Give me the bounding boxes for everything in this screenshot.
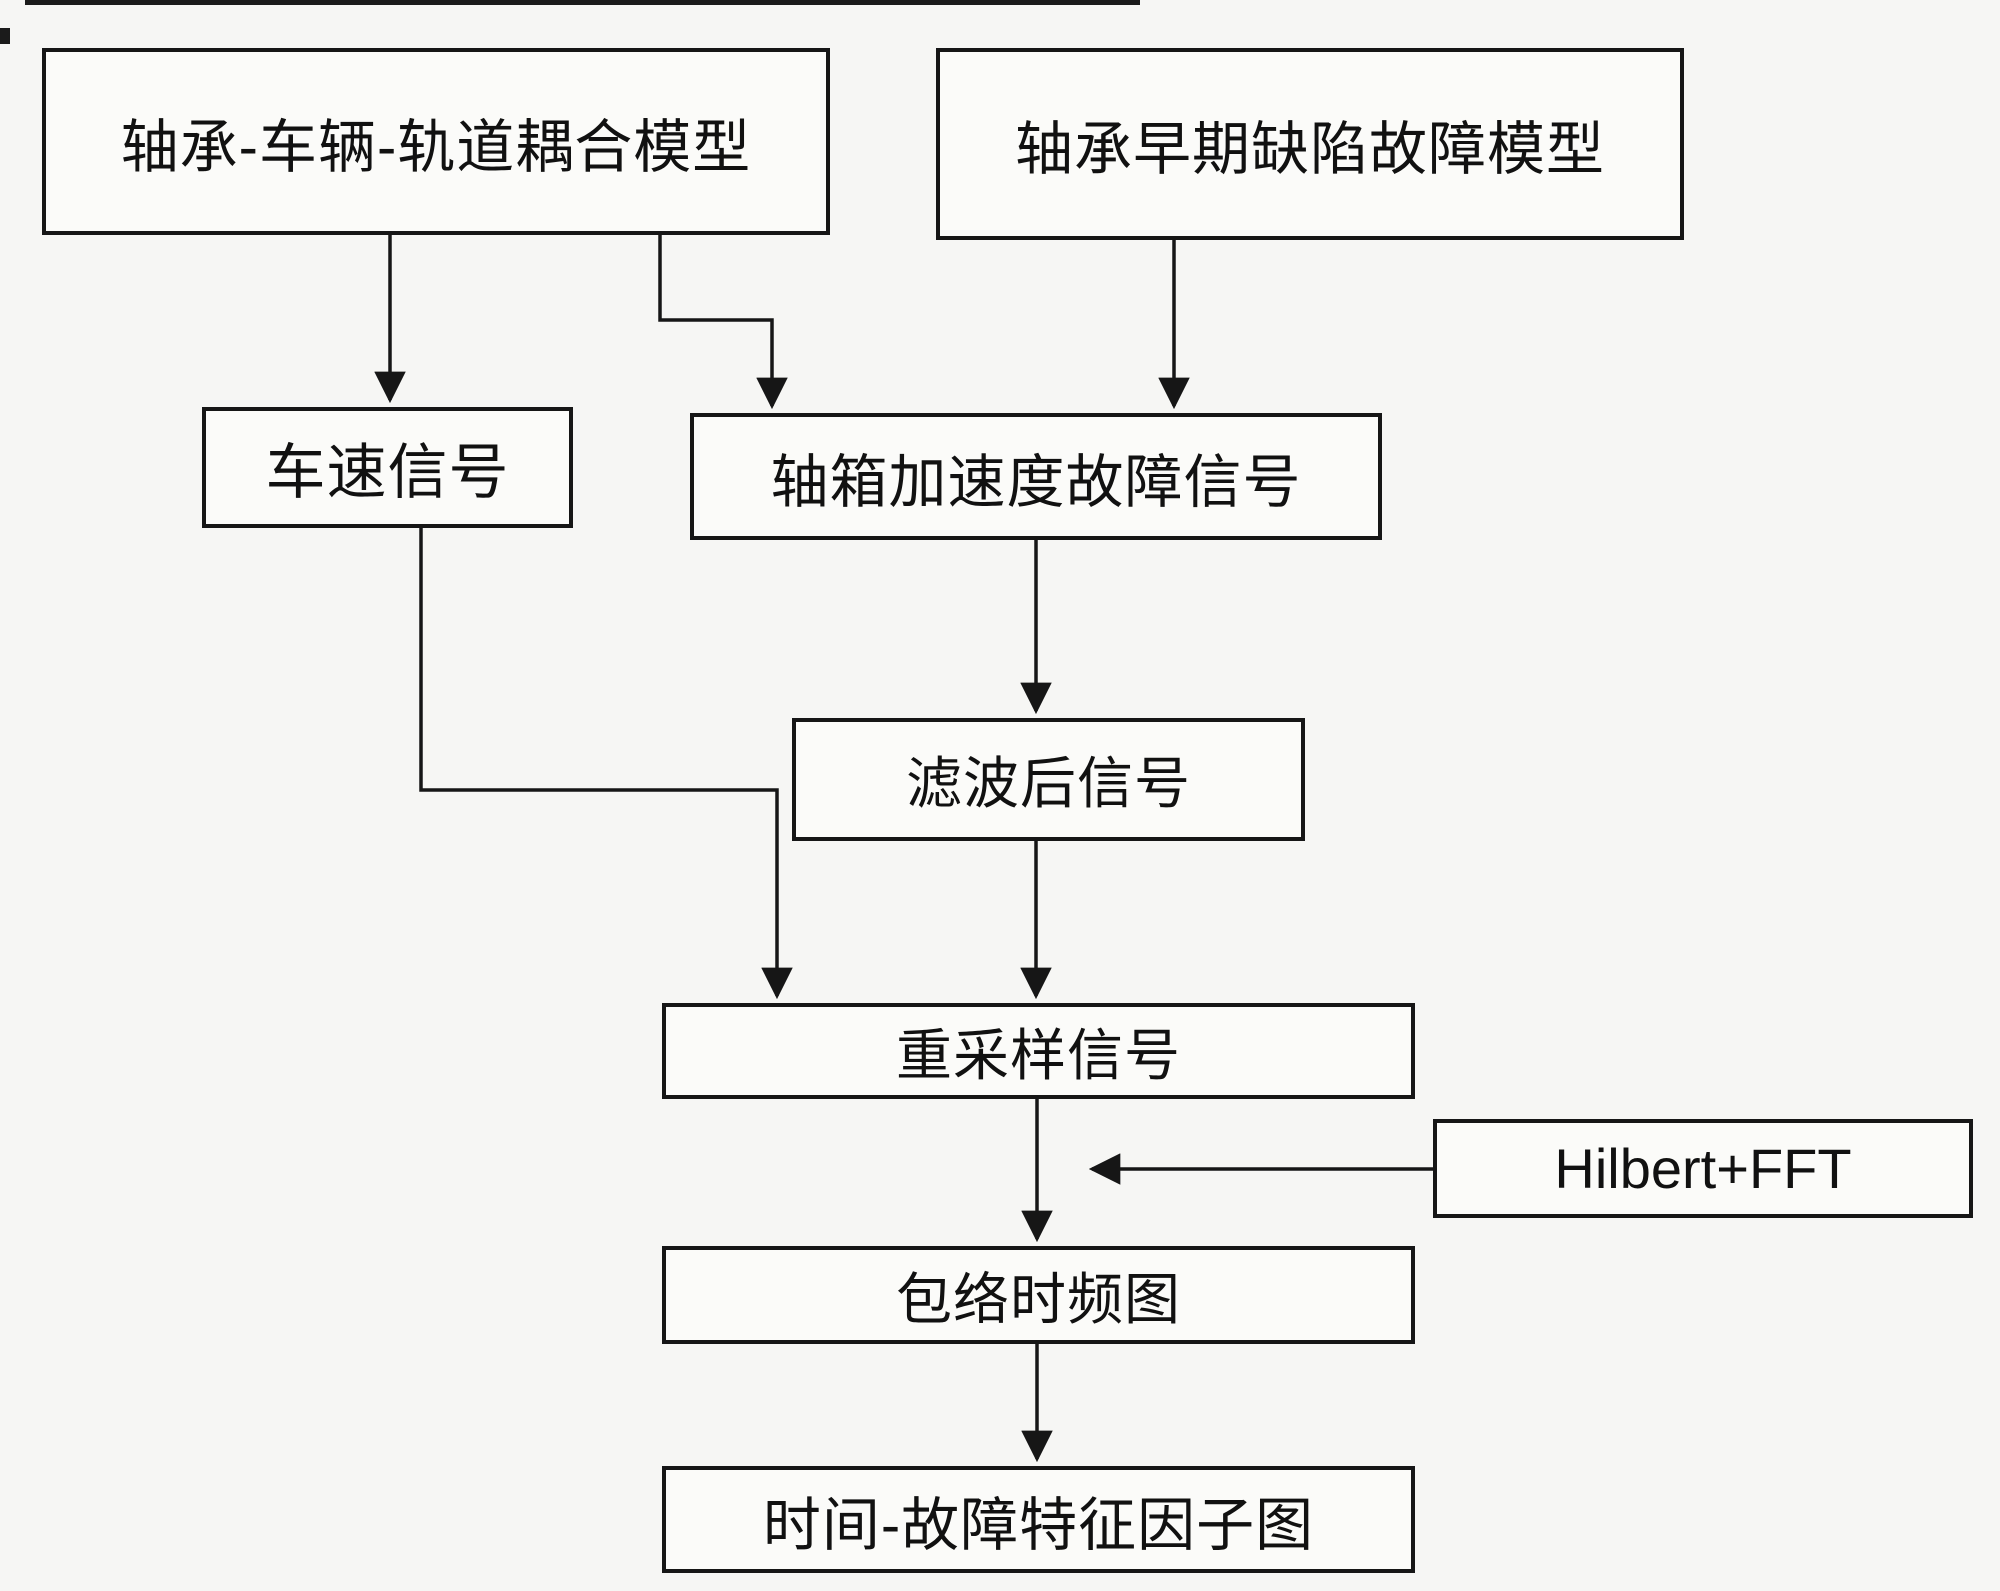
node-envelope-time-frequency: 包络时频图 [662, 1246, 1415, 1344]
arrow-coupling-to-axlebox [658, 235, 788, 410]
node-filtered-signal: 滤波后信号 [792, 718, 1305, 841]
node-resampled-signal-label: 重采样信号 [896, 1023, 1181, 1087]
scan-artifact-top-bar [25, 0, 1140, 5]
node-speed-signal-label: 车速信号 [265, 439, 510, 506]
arrow-speed-to-resampled [419, 528, 793, 1000]
node-hilbert-fft-label: Hilbert+FFT [1554, 1137, 1852, 1200]
node-defect-model: 轴承早期缺陷故障模型 [936, 48, 1684, 240]
node-envelope-time-frequency-label: 包络时频图 [896, 1267, 1181, 1331]
node-coupling-model: 轴承-车辆-轨道耦合模型 [42, 48, 830, 235]
node-filtered-signal-label: 滤波后信号 [906, 752, 1191, 815]
node-axlebox-signal: 轴箱加速度故障信号 [690, 413, 1382, 540]
scan-artifact-left-smudge [0, 28, 10, 44]
node-coupling-model-label: 轴承-车辆-轨道耦合模型 [120, 114, 752, 180]
node-time-fault-factor-label: 时间-故障特征因子图 [762, 1492, 1315, 1558]
node-resampled-signal: 重采样信号 [662, 1003, 1415, 1099]
node-speed-signal: 车速信号 [202, 407, 573, 528]
node-time-fault-factor: 时间-故障特征因子图 [662, 1466, 1415, 1573]
node-hilbert-fft: Hilbert+FFT [1433, 1119, 1973, 1218]
node-axlebox-signal-label: 轴箱加速度故障信号 [770, 449, 1302, 515]
node-defect-model-label: 轴承早期缺陷故障模型 [1014, 117, 1605, 182]
